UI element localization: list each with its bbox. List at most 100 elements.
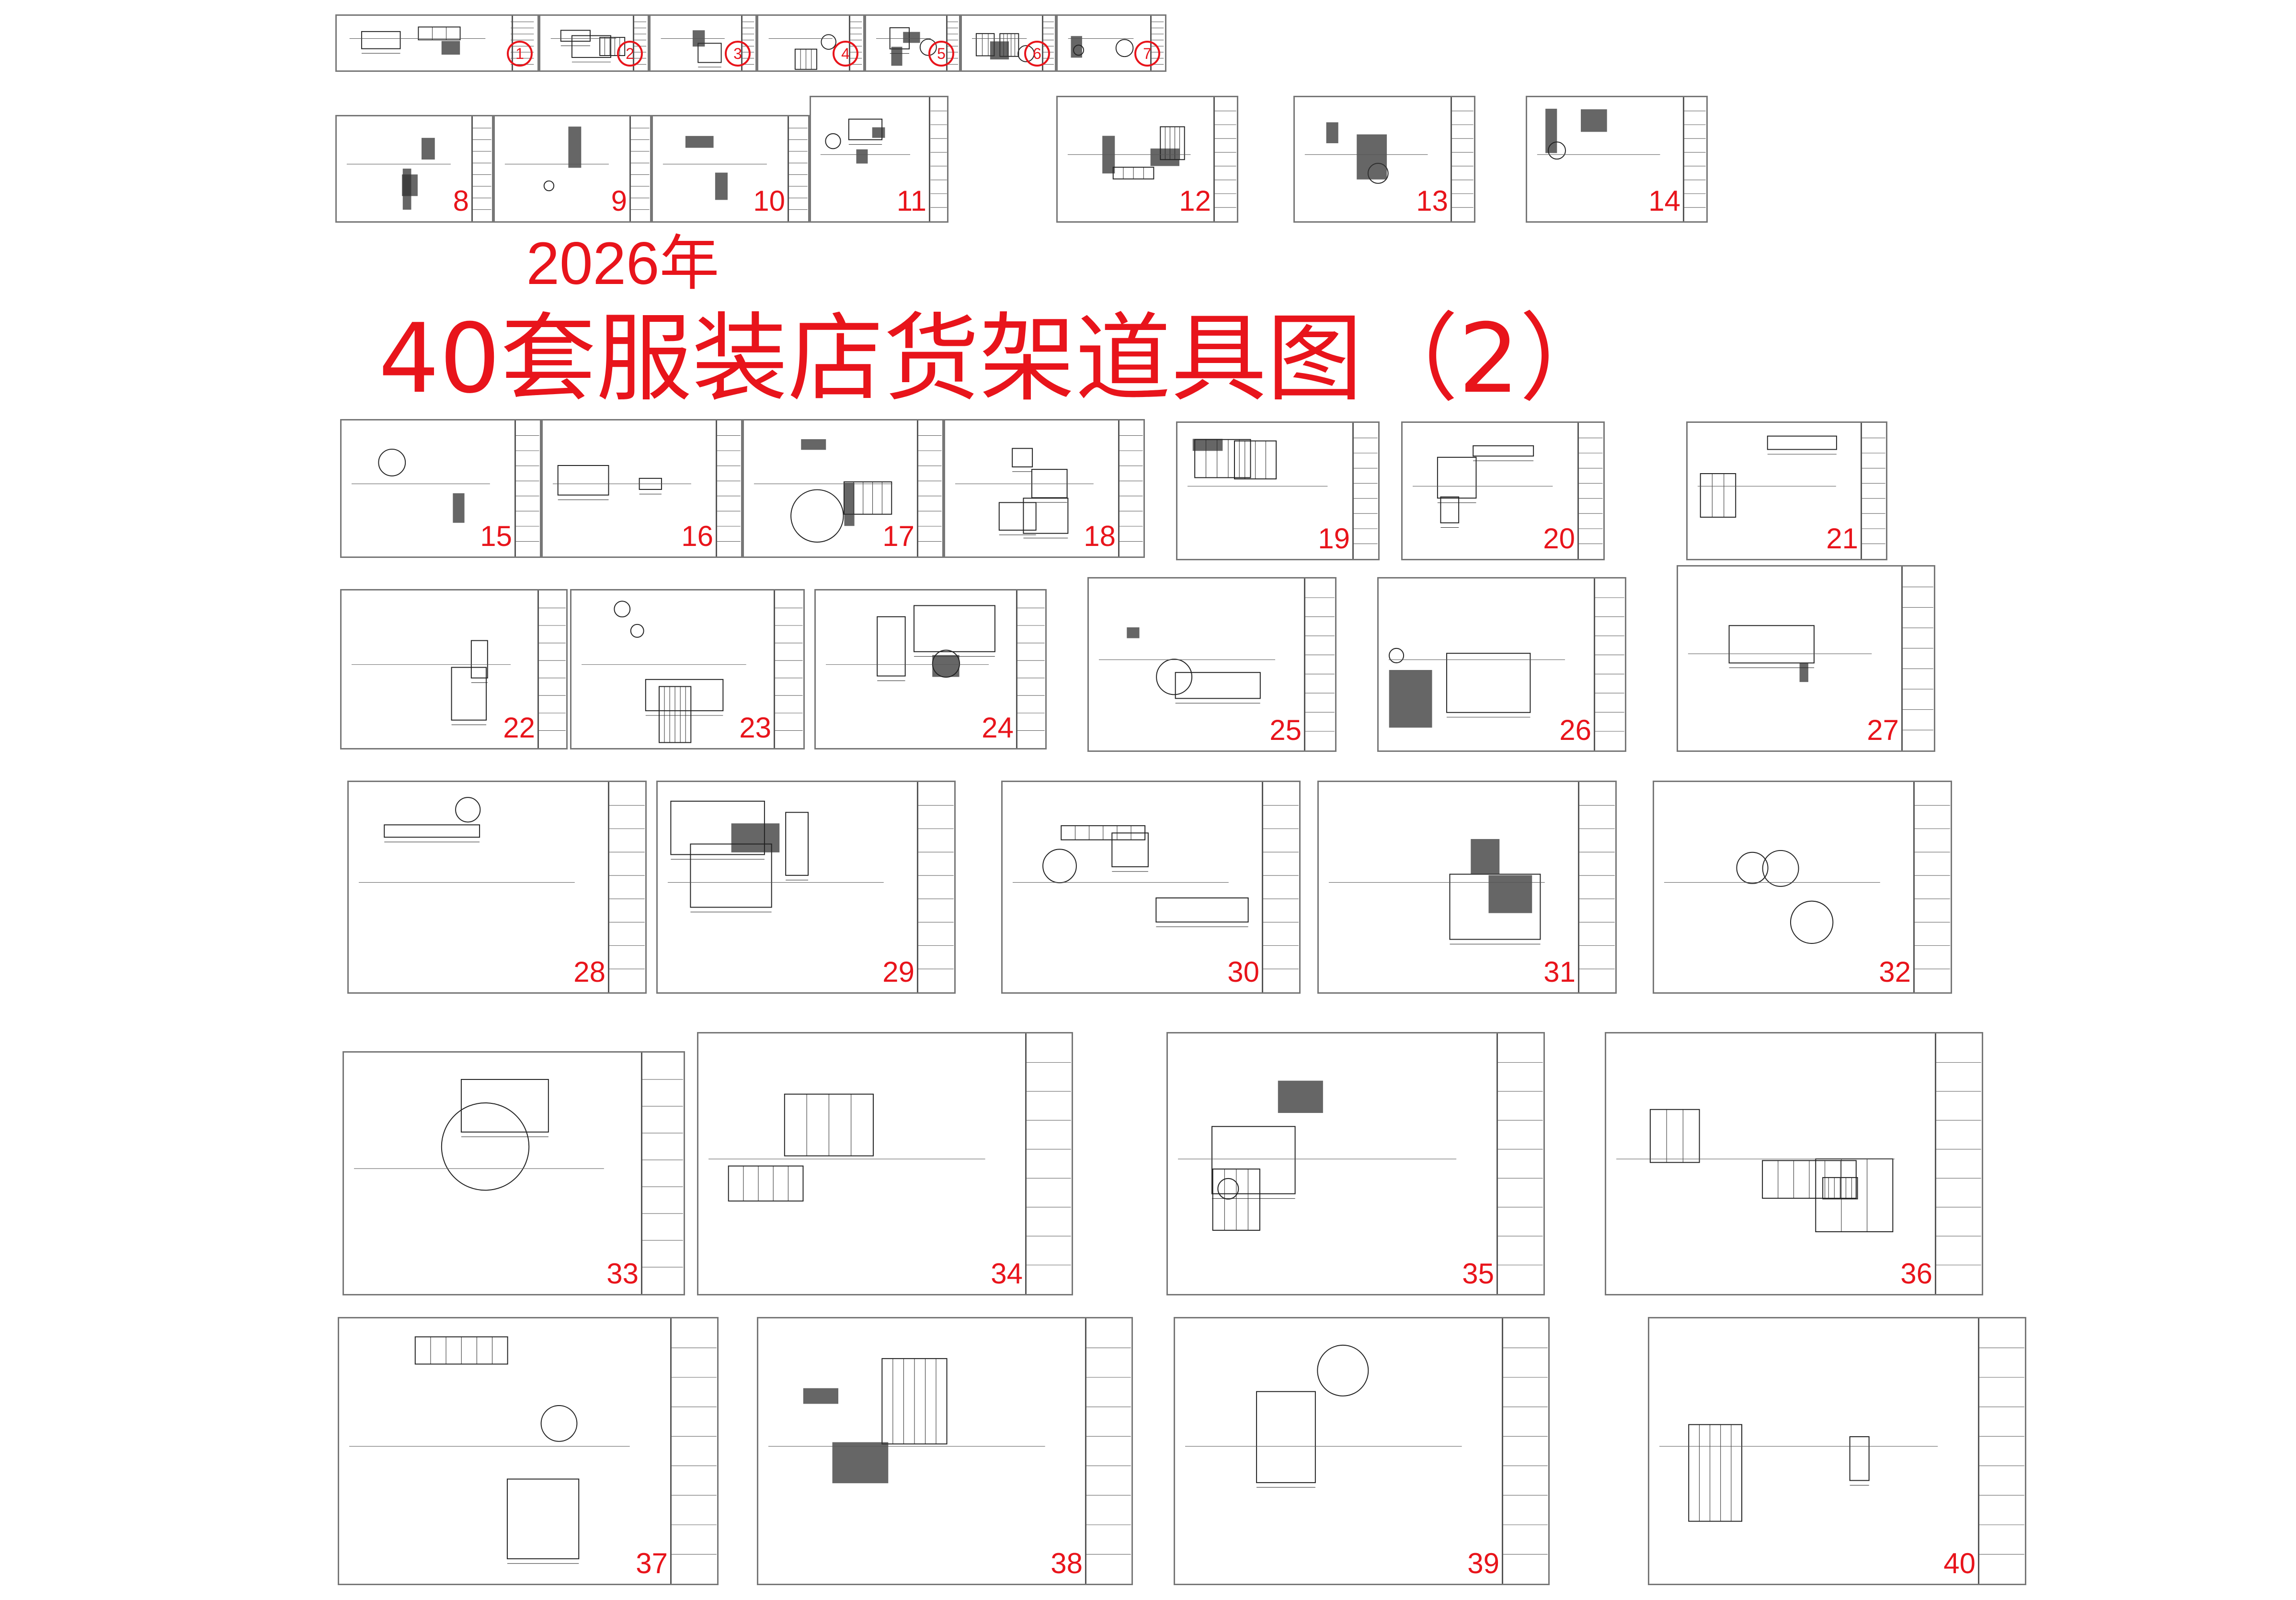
sheet-number: 14 bbox=[1648, 185, 1680, 217]
drawing-sheet: 36 bbox=[1605, 1032, 1983, 1295]
drawing-sheet: 3 bbox=[649, 14, 757, 72]
title-block bbox=[1594, 579, 1625, 750]
drawing-sheet: 1 bbox=[335, 14, 539, 72]
sheet-number: 6 bbox=[1024, 41, 1050, 67]
sheet-number: 17 bbox=[882, 520, 914, 552]
sheet-number: 32 bbox=[1879, 956, 1911, 988]
title-block bbox=[1304, 579, 1335, 750]
title-block bbox=[929, 97, 947, 221]
sheet-number: 3 bbox=[725, 41, 751, 67]
sheet-number: 26 bbox=[1559, 714, 1591, 746]
sheet-number: 16 bbox=[681, 520, 713, 552]
title-block bbox=[1262, 782, 1299, 992]
title-block bbox=[1577, 423, 1603, 559]
title-block bbox=[1025, 1033, 1072, 1294]
sheet-number: 27 bbox=[1867, 714, 1899, 746]
drawing-sheet: 39 bbox=[1174, 1317, 1550, 1585]
drawing-sheet: 2 bbox=[539, 14, 649, 72]
drawing-sheet: 40 bbox=[1648, 1317, 2026, 1585]
drawing-sheet: 4 bbox=[757, 14, 865, 72]
title-block bbox=[1913, 782, 1951, 992]
sheet-number: 13 bbox=[1416, 185, 1448, 217]
sheet-number: 15 bbox=[480, 520, 512, 552]
drawing-sheet: 11 bbox=[810, 96, 948, 223]
sheet-number: 20 bbox=[1543, 522, 1575, 555]
title-block bbox=[1861, 423, 1886, 559]
drawing-sheet: 22 bbox=[340, 589, 568, 749]
sheet-number: 4 bbox=[833, 41, 858, 67]
title-block bbox=[1118, 420, 1143, 556]
title-block bbox=[1213, 97, 1237, 221]
title-block bbox=[1901, 567, 1934, 750]
drawing-sheet: 10 bbox=[651, 115, 810, 223]
sheet-number: 11 bbox=[896, 185, 926, 217]
title-block bbox=[716, 420, 741, 556]
title-block bbox=[1352, 423, 1378, 559]
sheet-number: 28 bbox=[573, 956, 605, 988]
drawing-sheet: 31 bbox=[1317, 781, 1617, 994]
sheet-number: 37 bbox=[636, 1547, 668, 1579]
drawing-sheet: 23 bbox=[570, 589, 805, 749]
sheet-number: 22 bbox=[503, 712, 535, 744]
drawing-sheet: 6 bbox=[960, 14, 1056, 72]
drawing-sheet: 5 bbox=[865, 14, 960, 72]
drawing-sheet: 37 bbox=[338, 1317, 719, 1585]
title-block bbox=[1496, 1033, 1543, 1294]
heading-year: 2026年 bbox=[526, 230, 720, 297]
drawing-sheet: 9 bbox=[493, 115, 651, 223]
title-block bbox=[608, 782, 645, 992]
drawing-sheet: 21 bbox=[1686, 421, 1887, 560]
sheet-number: 5 bbox=[928, 41, 954, 67]
title-block bbox=[1502, 1318, 1548, 1584]
title-block bbox=[788, 116, 808, 221]
sheet-number: 25 bbox=[1269, 714, 1302, 746]
drawing-sheet: 34 bbox=[697, 1032, 1073, 1295]
title-block bbox=[917, 782, 954, 992]
drawing-sheet: 20 bbox=[1401, 421, 1605, 560]
title-block bbox=[1683, 97, 1706, 221]
sheet-number: 19 bbox=[1318, 522, 1350, 555]
title-block bbox=[471, 116, 492, 221]
sheet-number: 12 bbox=[1179, 185, 1211, 217]
drawing-sheet: 15 bbox=[340, 419, 541, 558]
drawing-sheet: 25 bbox=[1087, 577, 1336, 752]
title-block bbox=[774, 590, 803, 748]
drawing-sheet: 38 bbox=[757, 1317, 1133, 1585]
sheet-number: 30 bbox=[1227, 956, 1259, 988]
drawing-sheet: 13 bbox=[1293, 96, 1475, 223]
drawing-sheet: 12 bbox=[1056, 96, 1238, 223]
drawing-sheet: 27 bbox=[1677, 565, 1935, 752]
title-block bbox=[537, 590, 566, 748]
sheet-number: 36 bbox=[1900, 1258, 1932, 1290]
drawing-sheet: 7 bbox=[1056, 14, 1166, 72]
drawing-sheet: 33 bbox=[343, 1051, 685, 1295]
sheet-number: 38 bbox=[1051, 1547, 1083, 1579]
drawing-sheet: 18 bbox=[944, 419, 1145, 558]
drawing-sheet: 24 bbox=[814, 589, 1047, 749]
title-block bbox=[1016, 590, 1045, 748]
title-block bbox=[629, 116, 650, 221]
title-block bbox=[670, 1318, 717, 1584]
sheet-number: 40 bbox=[1943, 1547, 1976, 1579]
title-block bbox=[1578, 782, 1615, 992]
sheet-number: 35 bbox=[1462, 1258, 1494, 1290]
sheet-number: 34 bbox=[991, 1258, 1023, 1290]
drawing-sheet: 32 bbox=[1653, 781, 1952, 994]
drawing-sheet: 29 bbox=[656, 781, 956, 994]
sheet-number: 31 bbox=[1543, 956, 1576, 988]
sheet-number: 23 bbox=[739, 712, 771, 744]
title-block bbox=[641, 1053, 684, 1294]
sheet-number: 29 bbox=[882, 956, 914, 988]
sheet-number: 24 bbox=[982, 712, 1014, 744]
sheet-number: 33 bbox=[606, 1258, 639, 1290]
drawing-sheet: 8 bbox=[335, 115, 493, 223]
sheet-number: 18 bbox=[1084, 520, 1116, 552]
sheet-number: 39 bbox=[1467, 1547, 1499, 1579]
title-block bbox=[1935, 1033, 1982, 1294]
drawing-sheet: 35 bbox=[1166, 1032, 1545, 1295]
drawing-sheet: 28 bbox=[347, 781, 647, 994]
title-block bbox=[514, 420, 540, 556]
title-block bbox=[1978, 1318, 2025, 1584]
drawing-sheet: 30 bbox=[1001, 781, 1301, 994]
drawing-sheet: 14 bbox=[1526, 96, 1708, 223]
